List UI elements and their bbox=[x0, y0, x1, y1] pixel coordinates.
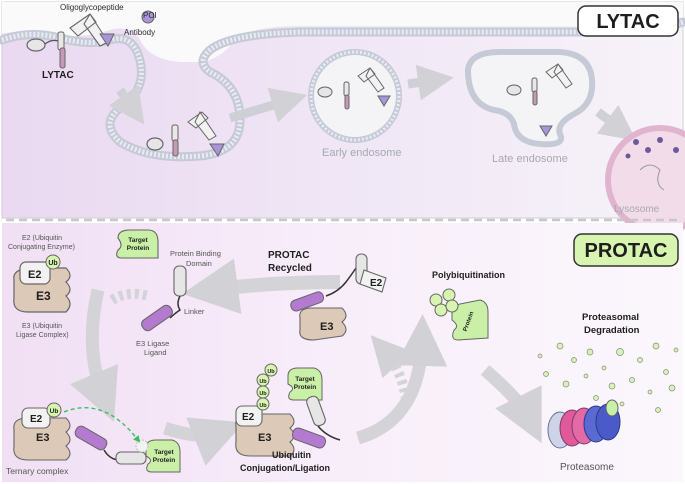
target-text-2: Protein bbox=[127, 245, 149, 252]
protac-badge-text: PROTAC bbox=[585, 240, 668, 262]
polyubiquitinated-target: Protein bbox=[429, 288, 489, 341]
proteasome bbox=[547, 399, 621, 449]
lytac-molecule-pit bbox=[146, 111, 225, 157]
ternary-target-text-1: Target bbox=[154, 449, 174, 456]
label-e3-desc-2: Ligase Complex) bbox=[16, 332, 69, 339]
e2-text-ubcomplex: E2 bbox=[242, 412, 255, 423]
e2-e3-complex: E2 E3 Ub bbox=[13, 254, 71, 313]
label-polyubiquitination: Polybiquitination bbox=[432, 270, 505, 280]
arrow-to-late-endosome bbox=[407, 64, 454, 101]
early-endosome bbox=[308, 49, 402, 143]
ub-text-2: Ub bbox=[259, 391, 267, 397]
protac-molecule-free bbox=[141, 265, 187, 332]
label-antibody: Antibody bbox=[124, 28, 155, 37]
label-lytac: LYTAC bbox=[42, 70, 74, 81]
arrow-form-complex bbox=[70, 288, 119, 423]
arrow-to-lysosome bbox=[595, 104, 637, 141]
ternary-target-text-2: Protein bbox=[153, 457, 175, 464]
label-poi: POI bbox=[143, 11, 157, 20]
ubcomplex-target-text-1: Target bbox=[295, 376, 315, 383]
e2-text-ternary: E2 bbox=[30, 414, 43, 425]
recycled-complex: E3 E2 bbox=[290, 253, 387, 341]
lytac-badge-text: LYTAC bbox=[596, 11, 659, 33]
label-lysosome: Lysosome bbox=[614, 204, 660, 215]
e2-text: E2 bbox=[28, 269, 41, 281]
ub-text-4: Ub bbox=[267, 369, 275, 375]
extracellular-space bbox=[2, 2, 683, 62]
label-ubiquitin-2: Conjugation/Ligation bbox=[240, 463, 330, 473]
e3-text-ubcomplex: E3 bbox=[258, 432, 271, 444]
label-protein-binding-1: Protein Binding bbox=[170, 249, 221, 258]
target-protein-top: Target Protein bbox=[116, 229, 159, 259]
ub-text-1: Ub bbox=[259, 403, 267, 409]
label-e3-ligand-1: E3 Ligase bbox=[136, 339, 169, 348]
label-e2-desc-2: Conjugating Enzyme) bbox=[8, 244, 75, 251]
arrow-to-proteasome bbox=[480, 365, 542, 444]
label-oligoglycopeptide: Oligoglycopeptide bbox=[60, 3, 124, 12]
degraded-peptides bbox=[537, 342, 679, 413]
protac-panel: E2 E3 Ub E2 (Ubiquitin Conjugating Enzym… bbox=[2, 223, 683, 482]
lytac-panel: Oligoglycopeptide POI Antibody LYTAC Ear… bbox=[0, 1, 685, 235]
e3-text: E3 bbox=[36, 289, 51, 303]
arrow-internalize bbox=[108, 84, 145, 125]
label-ternary-complex: Ternary complex bbox=[6, 466, 69, 476]
arrow-to-polyub bbox=[355, 314, 448, 445]
ternary-complex: E2 E3 Ub Target Protein bbox=[13, 402, 181, 473]
e3-text-ternary: E3 bbox=[36, 432, 49, 444]
label-proteasomal-2: Degradation bbox=[584, 325, 640, 336]
late-endosome bbox=[464, 49, 596, 148]
label-early-endosome: Early endosome bbox=[322, 147, 402, 159]
ubcomplex-target-text-2: Protein bbox=[294, 384, 316, 391]
label-recycled-1: PROTAC bbox=[268, 250, 309, 261]
arrow-bind-dashed bbox=[109, 288, 150, 305]
label-linker: Linker bbox=[184, 307, 205, 316]
label-e3-ligand-2: Ligand bbox=[144, 348, 167, 357]
label-late-endosome: Late endosome bbox=[492, 153, 568, 165]
ub-text: Ub bbox=[48, 260, 57, 267]
label-e2-desc-1: E2 (Ubiquitin bbox=[22, 235, 62, 242]
ubiquitin-conjugation-complex: E2 E3 Ub Ub Ub Ub Target Protein bbox=[235, 363, 341, 457]
lytac-molecule-top bbox=[26, 10, 155, 69]
label-recycled-2: Recycled bbox=[268, 263, 312, 274]
label-proteasomal-1: Proteasomal bbox=[582, 312, 639, 323]
poi-icon bbox=[141, 10, 155, 24]
ub-text-3: Ub bbox=[259, 379, 267, 385]
ub-text-ternary: Ub bbox=[50, 408, 59, 415]
label-proteasome: Proteasome bbox=[560, 462, 614, 473]
lytac-badge bbox=[577, 5, 679, 37]
arrow-to-early-endosome bbox=[228, 87, 308, 123]
target-text-1: Target bbox=[128, 237, 148, 244]
label-ubiquitin-1: Ubiquitin bbox=[272, 450, 311, 460]
arrow-release-dashed bbox=[370, 335, 413, 401]
label-e3-desc-1: E3 (Ubiquitin bbox=[22, 323, 62, 330]
arrow-recycle bbox=[182, 258, 341, 315]
arrow-ubiquitinate bbox=[162, 417, 245, 466]
label-protein-binding-2: Domain bbox=[186, 259, 212, 268]
e2-text-recycled: E2 bbox=[370, 278, 383, 289]
lysosome bbox=[605, 125, 685, 235]
e3-text-recycled: E3 bbox=[320, 321, 333, 333]
protac-badge bbox=[573, 233, 679, 267]
